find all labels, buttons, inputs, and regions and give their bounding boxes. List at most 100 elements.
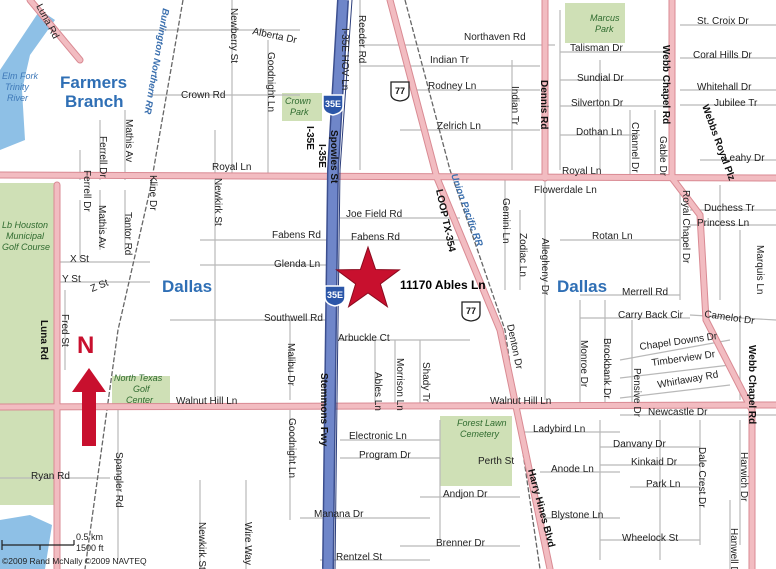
street-label: Fred St — [59, 314, 70, 347]
street-label: Newberry St — [228, 8, 239, 63]
park-label: Municipal — [6, 231, 45, 241]
street-label: Ladybird Ln — [533, 424, 585, 435]
park-label: Golf — [133, 384, 151, 394]
street-label: Andjon Dr — [443, 489, 488, 500]
street-label: Reeder Rd — [356, 15, 367, 63]
street-label: Anode Ln — [551, 464, 594, 475]
street-label: Gable Dr — [657, 136, 668, 177]
park-label: Park — [290, 107, 309, 117]
street-label: I-35E — [316, 144, 327, 168]
street-label: Royal Ln — [562, 166, 601, 177]
north-label: N — [77, 332, 94, 359]
street-label: Monroe Dr — [578, 340, 589, 388]
marcus-park — [565, 3, 625, 43]
city-label: Farmers — [60, 73, 127, 92]
street-label: Flowerdale Ln — [534, 185, 597, 196]
street-label: Allegheny Dr — [539, 238, 550, 296]
park-label: Crown — [285, 96, 311, 106]
shield-label: 77 — [395, 86, 405, 96]
scale-ft: 1500 ft — [76, 543, 104, 553]
street-label: Dale Crest Dr — [696, 447, 707, 508]
street-label: Luna Rd — [38, 320, 49, 360]
street-label: St. Croix Dr — [697, 16, 749, 27]
street-label: Spangler Rd — [113, 452, 124, 508]
street-label: Newkirk St — [196, 522, 207, 569]
street-label: Webb Chapel Rd — [660, 45, 671, 124]
street-label: Stemmons Fwy — [318, 373, 329, 447]
street-label: Ferrell Dr — [97, 136, 108, 178]
street-label: Fabens Rd — [351, 232, 400, 243]
street-label: Fabens Rd — [272, 230, 321, 241]
street-label: Shady Tr — [420, 362, 431, 403]
trinity-river — [0, 10, 55, 569]
street-label: Manana Dr — [314, 509, 364, 520]
location-marker[interactable] — [335, 245, 401, 308]
street-label: I-35E HOV Ln — [339, 28, 350, 90]
street-label: Rentzel St — [336, 552, 382, 563]
street-label: Brenner Dr — [436, 538, 486, 549]
interstate-shield-icon: 35E — [322, 94, 344, 116]
street-label: Newcastle Dr — [648, 407, 708, 418]
lb-houston-golf-course — [0, 183, 58, 505]
water-label: River — [7, 93, 29, 103]
street-label: Ferrell Dr — [81, 170, 92, 212]
street-label: Arbuckle Ct — [338, 333, 390, 344]
street-label: Zelrich Ln — [437, 121, 481, 132]
street-label: Blystone Ln — [551, 510, 603, 521]
street-label: Coral Hills Dr — [693, 50, 753, 61]
crown-park — [282, 93, 322, 121]
i35e-freeway — [322, 0, 353, 569]
street-label: Dothan Ln — [576, 127, 622, 138]
street-label: Joe Field Rd — [346, 209, 402, 220]
park-label: Park — [595, 24, 614, 34]
street-label: Kline Dr — [147, 175, 158, 211]
street-label: Talisman Dr — [570, 43, 623, 54]
street-label: Goodnight Ln — [286, 418, 297, 478]
marker-address-label: 11170 Ables Ln — [400, 278, 486, 292]
street-label: Crown Rd — [181, 90, 225, 101]
street-label: Brockbank Dr — [601, 338, 612, 399]
park-label: Cemetery — [460, 429, 500, 439]
street-label: Rodney Ln — [428, 81, 476, 92]
street-label: Pensive Dr — [631, 368, 642, 418]
us-route-shield-icon: 77 — [461, 301, 481, 322]
street-label: Spowles St — [328, 130, 339, 184]
street-label: Hanwell Dr — [728, 528, 739, 569]
street-label: X St — [70, 254, 89, 265]
street-label: Park Ln — [646, 479, 680, 490]
forest-lawn-cemetery — [440, 416, 512, 486]
shield-label: 35E — [325, 99, 341, 109]
street-label: Zodiac Ln — [517, 233, 528, 277]
street-label: Indian Tr — [509, 86, 520, 126]
street-label: Wire Way — [242, 522, 253, 565]
city-label: Dallas — [557, 277, 607, 296]
street-label: Princess Ln — [697, 218, 749, 229]
street-label: Sundial Dr — [577, 73, 624, 84]
street-label: Danvany Dr — [613, 439, 666, 450]
interstate-shield-icon: 35E — [324, 285, 346, 307]
us-route-shield-icon: 77 — [390, 81, 410, 102]
street-label: Malibu Dr — [285, 343, 296, 386]
city-label: Branch — [65, 92, 124, 111]
street-label: Channel Dr — [629, 122, 640, 173]
park-label: Golf Course — [2, 242, 50, 252]
street-label: Kinkaid Dr — [631, 457, 678, 468]
street-label: Silverton Dr — [571, 98, 624, 109]
street-label: Duchess Tr — [704, 203, 755, 214]
street-label: Perth St — [478, 456, 514, 467]
water-label: Trinity — [5, 82, 29, 92]
street-label: Dennis Rd — [538, 80, 549, 129]
star-marker-icon[interactable] — [335, 245, 401, 308]
street-label: Carry Back Cir — [618, 310, 684, 321]
street-label: Wheelock St — [622, 533, 678, 544]
street-label: Tantor Rd — [122, 212, 133, 255]
street-label: Jubilee Tr — [714, 98, 758, 109]
street-label: Whitehall Dr — [697, 82, 752, 93]
highway-shields: 35E 35E 77 77 — [322, 81, 481, 322]
park-label: Lb Houston — [2, 220, 48, 230]
